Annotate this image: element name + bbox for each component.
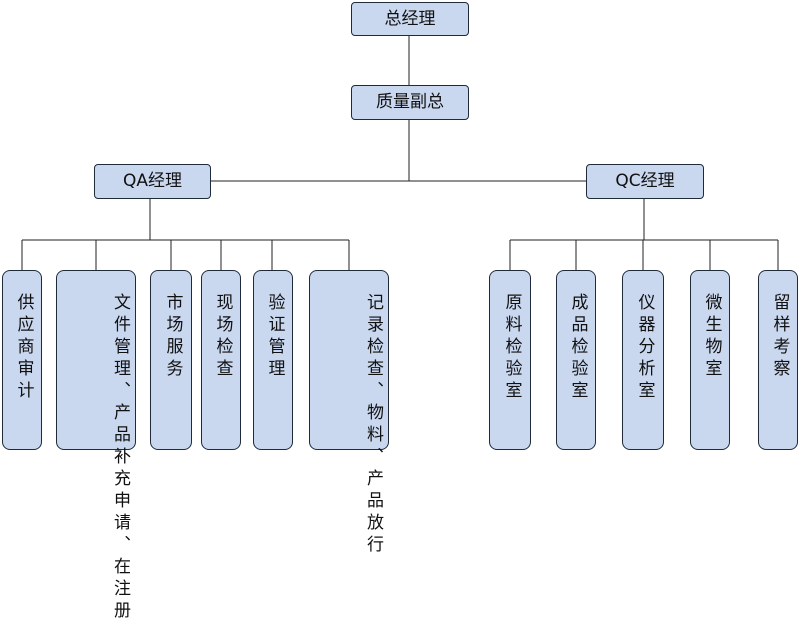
node-label: QA经理	[122, 171, 182, 191]
node-label: 验证管理	[264, 293, 285, 381]
node-document-management: 文件管理、产品补充申请、在注册	[56, 270, 136, 623]
node-label: 现场检查	[212, 293, 233, 381]
node-finished-product-lab: 成品检验室	[556, 270, 596, 450]
node-label: 市场服务	[162, 293, 183, 381]
node-label: 仪器分析室	[634, 293, 655, 403]
node-instrument-analysis-lab: 仪器分析室	[622, 270, 664, 450]
node-label: 留样考察	[769, 293, 790, 381]
node-site-inspection: 现场检查	[201, 270, 241, 450]
node-label: 供应商审计	[13, 293, 34, 403]
node-qc-manager: QC经理	[586, 164, 704, 199]
node-label: 微生物室	[701, 293, 722, 381]
node-label: 记录检查、物料、产品放行	[363, 293, 383, 557]
node-label: 原料检验室	[501, 293, 522, 403]
node-label: 成品检验室	[567, 293, 588, 403]
connector-lines	[21, 36, 779, 270]
node-label: 质量副总	[376, 92, 444, 112]
node-retained-sample-study: 留样考察	[758, 270, 798, 450]
node-label: QC经理	[615, 171, 675, 191]
node-label: 总经理	[384, 8, 436, 29]
node-market-service: 市场服务	[150, 270, 192, 450]
node-label: 文件管理、产品补充申请、在注册	[110, 293, 130, 623]
node-validation-management: 验证管理	[253, 270, 293, 450]
node-quality-vp: 质量副总	[351, 85, 469, 120]
node-microbiology-lab: 微生物室	[690, 270, 730, 450]
node-general-manager: 总经理	[351, 2, 469, 36]
node-qa-manager: QA经理	[94, 164, 211, 199]
node-record-review-release: 记录检查、物料、产品放行	[309, 270, 389, 557]
node-supplier-audit: 供应商审计	[2, 270, 42, 450]
node-raw-material-lab: 原料检验室	[489, 270, 531, 450]
